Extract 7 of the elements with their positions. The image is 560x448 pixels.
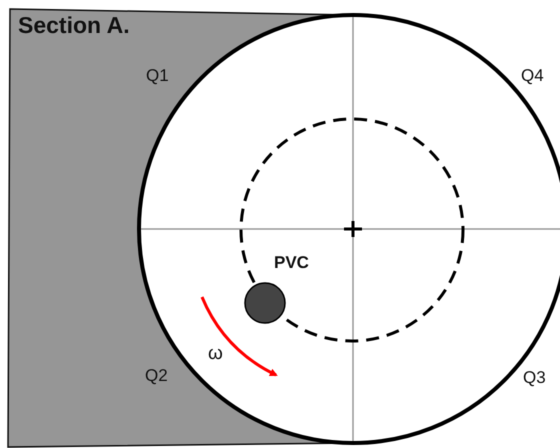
angular-velocity-symbol: ω [208,343,223,365]
quadrant-label: Q2 [145,366,168,386]
quadrant-label: Q4 [521,66,544,86]
quadrant-label: Q1 [146,66,169,86]
ball-label: PVC [274,253,309,273]
section-title: Section A. [18,12,130,39]
quadrant-label: Q3 [523,368,546,388]
